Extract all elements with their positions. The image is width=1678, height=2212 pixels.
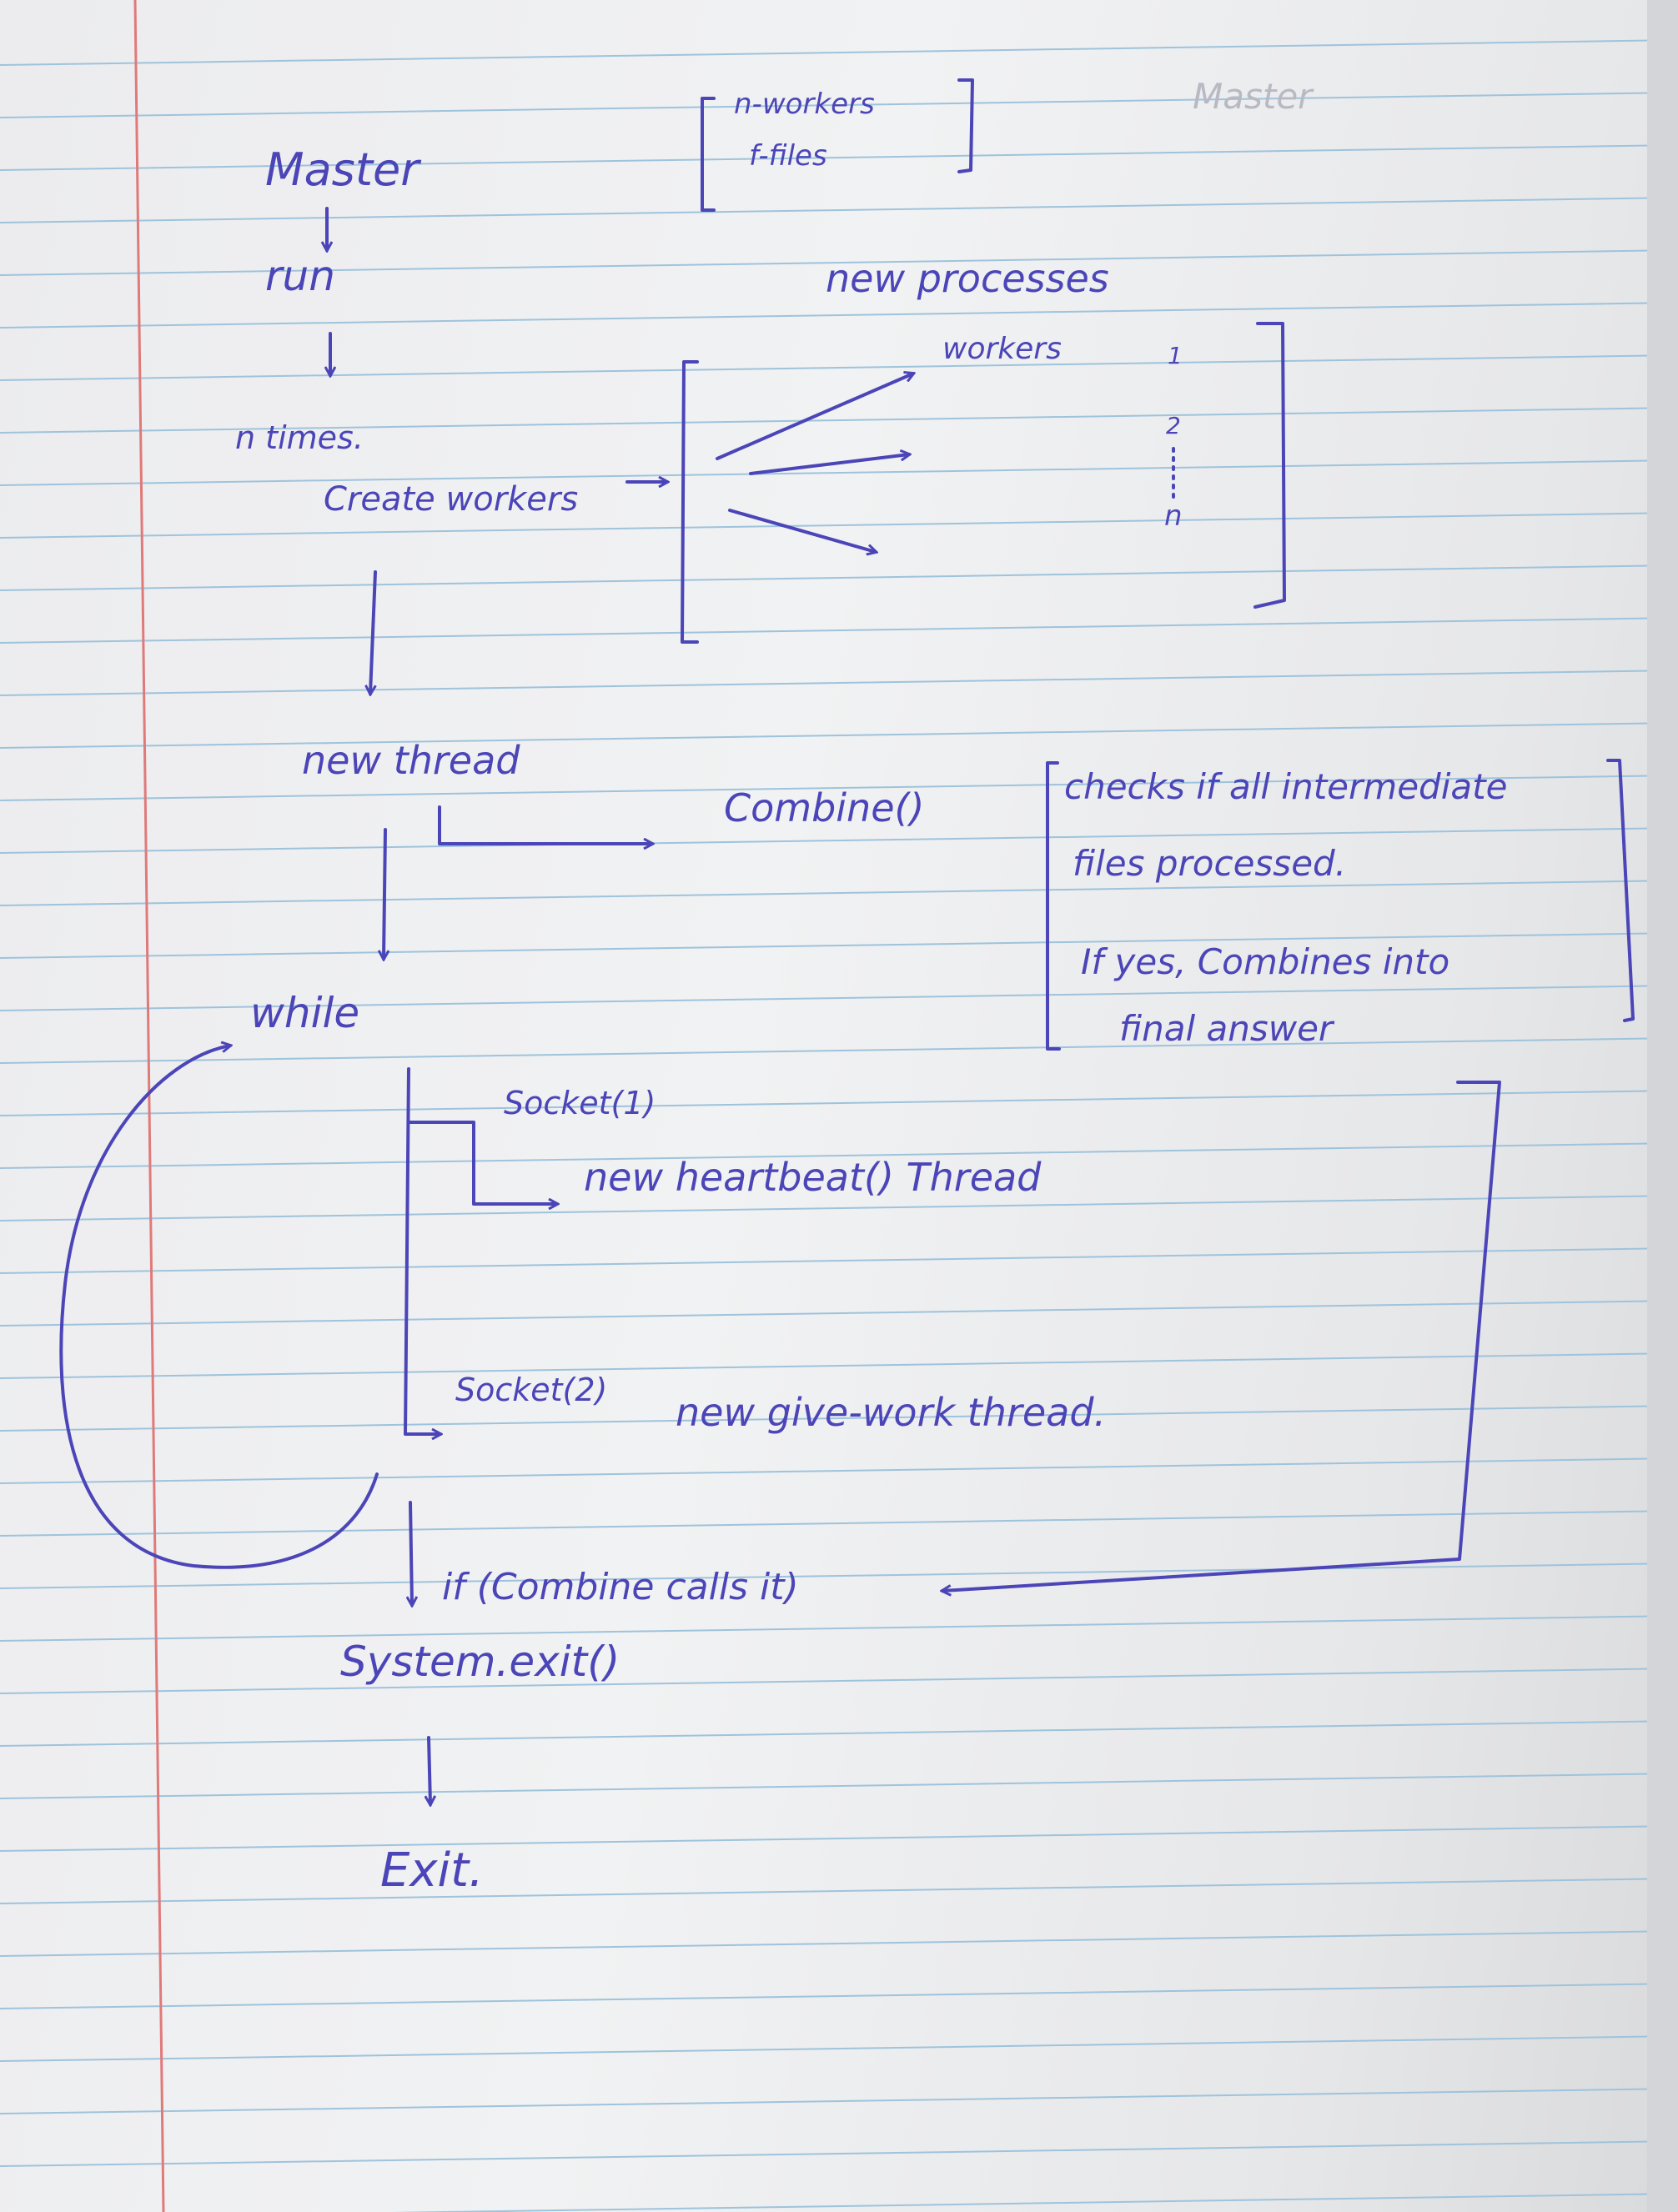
workers-bracket [681,322,1286,644]
params-bracket [701,78,974,212]
run-label: run [265,252,335,300]
ruled-line [0,1457,1678,1484]
ruled-line [0,1195,1678,1221]
worker-2-label: 2 [1166,412,1181,439]
combine-note-line-1: checks if all intermediate [1064,766,1507,807]
combine-note-bracket [1046,759,1635,1051]
ruled-line [0,1773,1678,1799]
worker-n-label: n [1164,499,1183,533]
ruled-line [0,1300,1678,1327]
ruled-line [0,1247,1678,1274]
ruled-line [0,670,1678,696]
arrow-to-combine [438,805,652,844]
if-combine-label: if (Combine calls it) [442,1566,799,1608]
ruled-line [0,407,1678,434]
loop-back-arrow [59,1046,379,1569]
ruled-line [0,39,1678,66]
arrow-to-exit [429,1736,430,1804]
combine-note-line-4: final answer [1119,1008,1335,1049]
ruled-line [0,459,1678,486]
ruled-line [0,932,1678,959]
page-edge [1647,0,1678,2212]
ruled-line [0,1405,1678,1432]
combine-label: Combine() [724,785,924,830]
arrow-worker-n [728,509,876,552]
combine-note-line-3: If yes, Combines into [1081,941,1449,982]
ruled-line [0,1562,1678,1589]
n-times-label: n times. [235,419,364,456]
arrow-worker-1 [716,374,913,460]
combine-return-line [942,1081,1501,1591]
ruled-line [0,827,1678,854]
ruled-line [0,144,1678,171]
ruled-line [0,1720,1678,1747]
system-exit-label: System.exit() [340,1638,620,1686]
while-label: while [250,989,359,1037]
ruled-line [0,985,1678,1011]
ruled-line [0,92,1678,118]
socket-1-label: Socket(1) [504,1085,656,1121]
ruled-line [0,2088,1678,2114]
new-processes-label: new processes [826,256,1109,301]
ruled-line [0,1037,1678,1064]
new-thread-label: new thread [302,738,520,783]
heartbeat-thread-label: new heartbeat() Thread [584,1155,1042,1200]
create-workers-label: Create workers [324,480,578,519]
ruled-line [0,249,1678,276]
ruled-line [0,2035,1678,2062]
ruled-line [0,775,1678,801]
master-label: Master [265,143,421,196]
ruled-line [0,354,1678,381]
give-work-thread-label: new give-work thread. [676,1390,1106,1435]
params-n-workers: n-workers [734,88,875,121]
ruled-line [0,512,1678,539]
workers-label: workers [942,332,1062,366]
ruled-line [0,564,1678,591]
ruled-line [0,197,1678,223]
margin-line [133,0,165,2212]
ruled-line [0,722,1678,749]
ruled-line [0,1983,1678,2009]
ruled-line [0,1510,1678,1537]
ruled-line [0,2140,1678,2167]
ruled-line [0,1090,1678,1116]
socket-1-branch [407,1121,557,1204]
exit-label: Exit. [380,1843,484,1898]
ruled-line [0,1615,1678,1642]
params-f-files: f-files [749,139,827,173]
ruled-line [0,1930,1678,1957]
arrow-to-while [384,828,385,959]
socket-2-label: Socket(2) [455,1372,607,1408]
arrow-worker-2 [749,454,909,475]
ruled-line [0,1352,1678,1379]
ruled-line [0,1142,1678,1169]
ruled-line [391,2193,1678,2212]
arrow-to-new-thread [370,570,377,694]
ruled-line [0,1878,1678,1904]
combine-note-line-2: files processed. [1073,843,1346,884]
ghost-writing: Master [1193,76,1314,117]
ruled-line [0,617,1678,644]
ruled-line [0,880,1678,906]
ruled-line [0,302,1678,329]
ruled-line [0,1668,1678,1694]
arrow-to-if [410,1501,412,1605]
worker-1-label: 1 [1168,342,1183,369]
ruled-line [0,1825,1678,1852]
